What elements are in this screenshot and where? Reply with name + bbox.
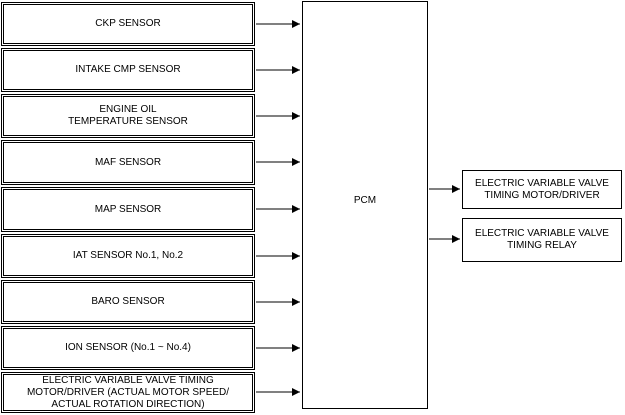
output-box-evvt-relay: ELECTRIC VARIABLE VALVE TIMING RELAY	[462, 218, 622, 262]
input-box-evvt-motor-driver-feedback: ELECTRIC VARIABLE VALVE TIMING MOTOR/DRI…	[1, 372, 255, 413]
output-box-evvt-motor-driver: ELECTRIC VARIABLE VALVE TIMING MOTOR/DRI…	[462, 170, 622, 209]
input-box-intake-cmp-sensor: INTAKE CMP SENSOR	[1, 48, 255, 92]
input-box-maf-sensor: MAF SENSOR	[1, 140, 255, 185]
input-box-ckp-sensor: CKP SENSOR	[1, 2, 255, 46]
input-box-ion-sensor: ION SENSOR (No.1 ~ No.4)	[1, 326, 255, 370]
input-box-engine-oil-temperature-sensor: ENGINE OIL TEMPERATURE SENSOR	[1, 94, 255, 138]
pcm-block: PCM	[302, 1, 428, 409]
input-box-map-sensor: MAP SENSOR	[1, 187, 255, 232]
pcm-label: PCM	[353, 195, 377, 206]
input-box-baro-sensor: BARO SENSOR	[1, 280, 255, 324]
input-box-iat-sensor: IAT SENSOR No.1, No.2	[1, 234, 255, 278]
